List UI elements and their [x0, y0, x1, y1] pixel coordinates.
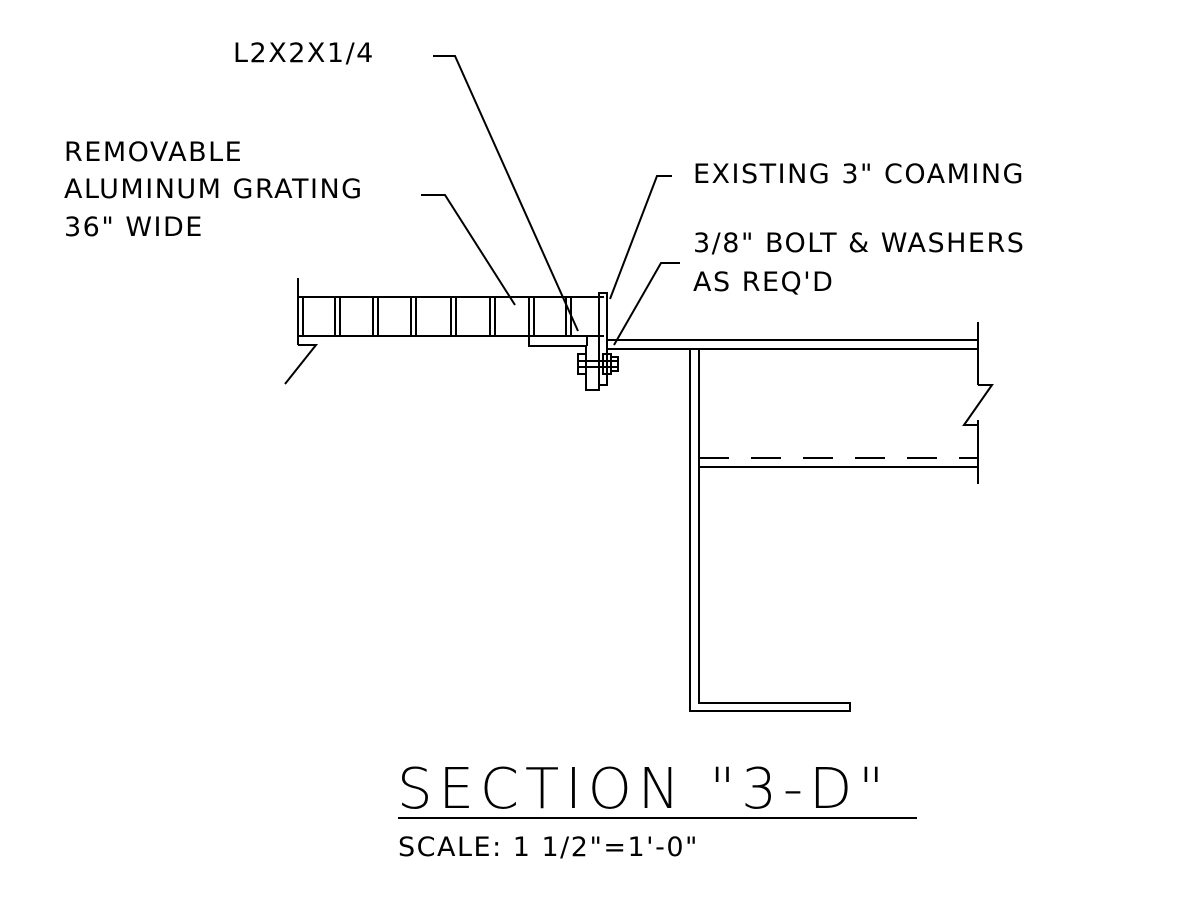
deck-plate — [607, 322, 979, 484]
section-title: SECTION "3-D" — [397, 757, 890, 822]
label-bolt-1: 3/8" BOLT & WASHERS — [693, 228, 1026, 259]
hidden-lines — [699, 457, 978, 468]
label-grating-2: ALUMINUM GRATING — [64, 174, 364, 205]
label-bolt-2: AS REQ'D — [693, 267, 835, 298]
break-line-right — [962, 384, 994, 426]
label-coaming: EXISTING 3" COAMING — [693, 159, 1025, 190]
angle-l2x2 — [528, 336, 600, 391]
leader-lines — [421, 55, 680, 346]
bolt-assembly — [577, 353, 619, 375]
scale-label: SCALE: 1 1/2"=1'-0" — [398, 832, 699, 863]
vertical-member — [689, 349, 851, 712]
label-grating-1: REMOVABLE — [64, 137, 244, 168]
break-line-left — [284, 344, 319, 385]
label-grating-3: 36" WIDE — [64, 212, 204, 243]
label-angle: L2X2X1/4 — [233, 38, 375, 69]
